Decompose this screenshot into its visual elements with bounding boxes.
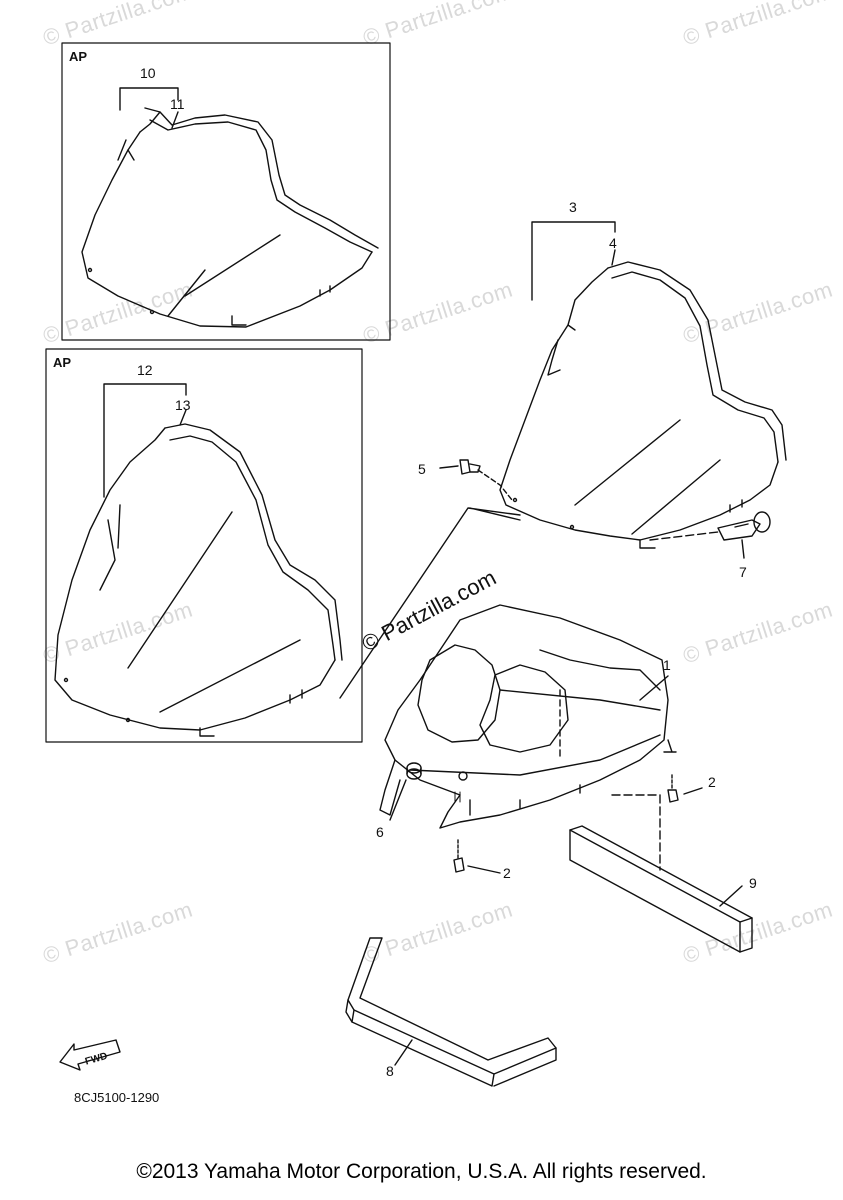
- foam-strip-part-8: [345, 937, 557, 1087]
- callout-4: 4: [609, 235, 617, 251]
- bracket-3: [531, 221, 616, 301]
- ap-panel-bottom: [45, 348, 363, 743]
- ap-tag-bottom: AP: [53, 355, 72, 370]
- nut-part-7: [717, 511, 771, 559]
- callout-1: 1: [663, 657, 671, 673]
- callout-2-lower: 2: [503, 865, 511, 881]
- fwd-arrow-icon: [59, 1039, 121, 1071]
- copyright-notice: ©2013 Yamaha Motor Corporation, U.S.A. A…: [136, 1160, 707, 1183]
- bolt-part-2-lower: [453, 839, 465, 873]
- callout-9: 9: [749, 875, 757, 891]
- bracket-10: [119, 87, 179, 111]
- ap-tag-top: AP: [69, 49, 88, 64]
- screw-part-5: [439, 459, 481, 475]
- bolt-part-2-right: [667, 774, 679, 803]
- ap-panel-top: [61, 42, 391, 341]
- callout-8: 8: [386, 1063, 394, 1079]
- cowl-part-1: [379, 604, 677, 829]
- windshield-bottom: [54, 423, 343, 737]
- callout-7: 7: [739, 564, 747, 580]
- fwd-arrow-label: FWD: [84, 1051, 109, 1068]
- callout-2-right: 2: [708, 774, 716, 790]
- leader-13: [179, 409, 187, 426]
- grommet-part-6: [406, 762, 422, 780]
- leader-4: [611, 249, 616, 266]
- assembly-guide-lines: [339, 507, 521, 699]
- callout-12: 12: [137, 362, 153, 378]
- callout-13: 13: [175, 397, 191, 413]
- leader-11: [171, 111, 179, 129]
- callout-6: 6: [376, 824, 384, 840]
- windshield-main: [499, 261, 787, 549]
- callout-11: 11: [170, 96, 185, 112]
- callout-5: 5: [418, 461, 426, 477]
- bracket-12: [103, 383, 187, 498]
- callout-3: 3: [569, 199, 577, 215]
- foam-block-part-9: [569, 825, 753, 953]
- callout-10: 10: [140, 65, 156, 81]
- windshield-top: [81, 107, 379, 328]
- diagram-code: 8CJ5100-1290: [74, 1090, 160, 1105]
